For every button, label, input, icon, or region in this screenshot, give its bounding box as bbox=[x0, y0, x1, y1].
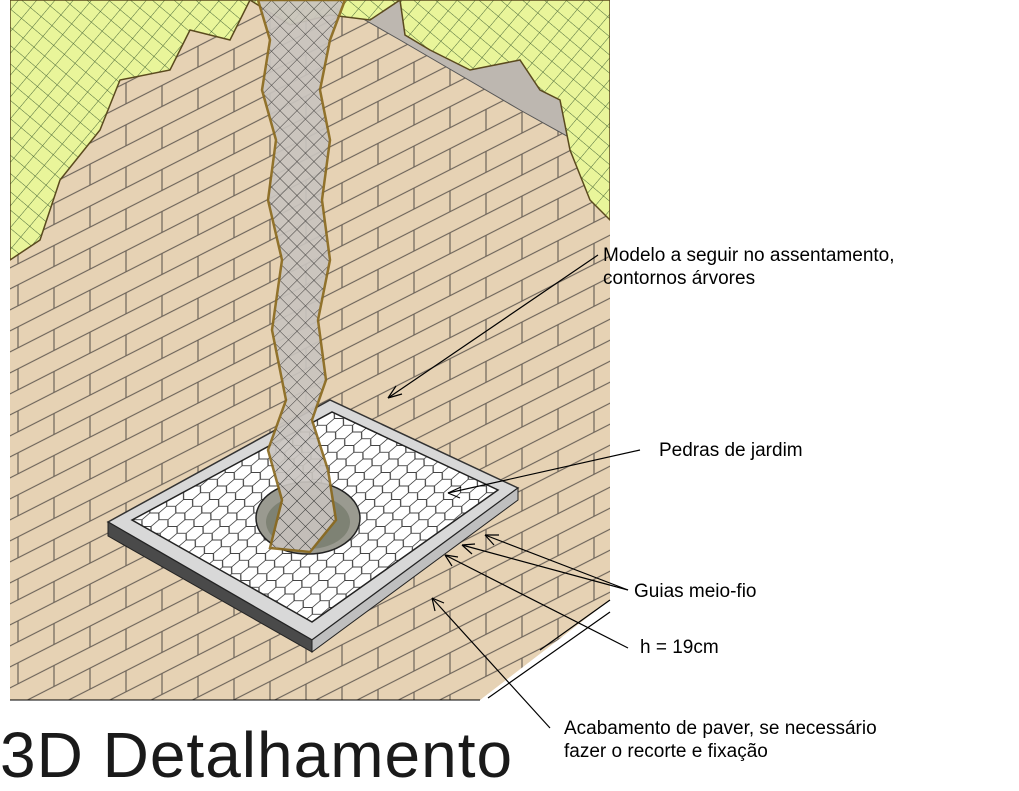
annotation-guias: Guias meio-fio bbox=[634, 581, 757, 602]
curb-side-face bbox=[311, 487, 519, 653]
annotation-acabamento: Acabamento de paver, se necessário fazer… bbox=[564, 717, 877, 763]
foliage-left bbox=[10, 0, 252, 262]
tree-trunk bbox=[256, 0, 347, 554]
annotation-modelo-line1: Modelo a seguir no assentamento, bbox=[603, 245, 895, 266]
annotation-altura: h = 19cm bbox=[640, 637, 719, 658]
page-title: 3D Detalhamento bbox=[0, 719, 514, 791]
annotation-modelo: Modelo a seguir no assentamento, contorn… bbox=[603, 244, 895, 290]
annotation-modelo-line2: contornos árvores bbox=[603, 268, 756, 289]
leader-lines bbox=[387, 254, 641, 729]
annotation-pedras: Pedras de jardim bbox=[659, 440, 803, 461]
foliage-right bbox=[399, 0, 610, 222]
isometric-detail-drawing bbox=[10, 0, 641, 729]
annotation-acabamento-line2: fazer o recorte e fixação bbox=[564, 741, 768, 762]
annotation-acabamento-line1: Acabamento de paver, se necessário bbox=[564, 718, 877, 739]
